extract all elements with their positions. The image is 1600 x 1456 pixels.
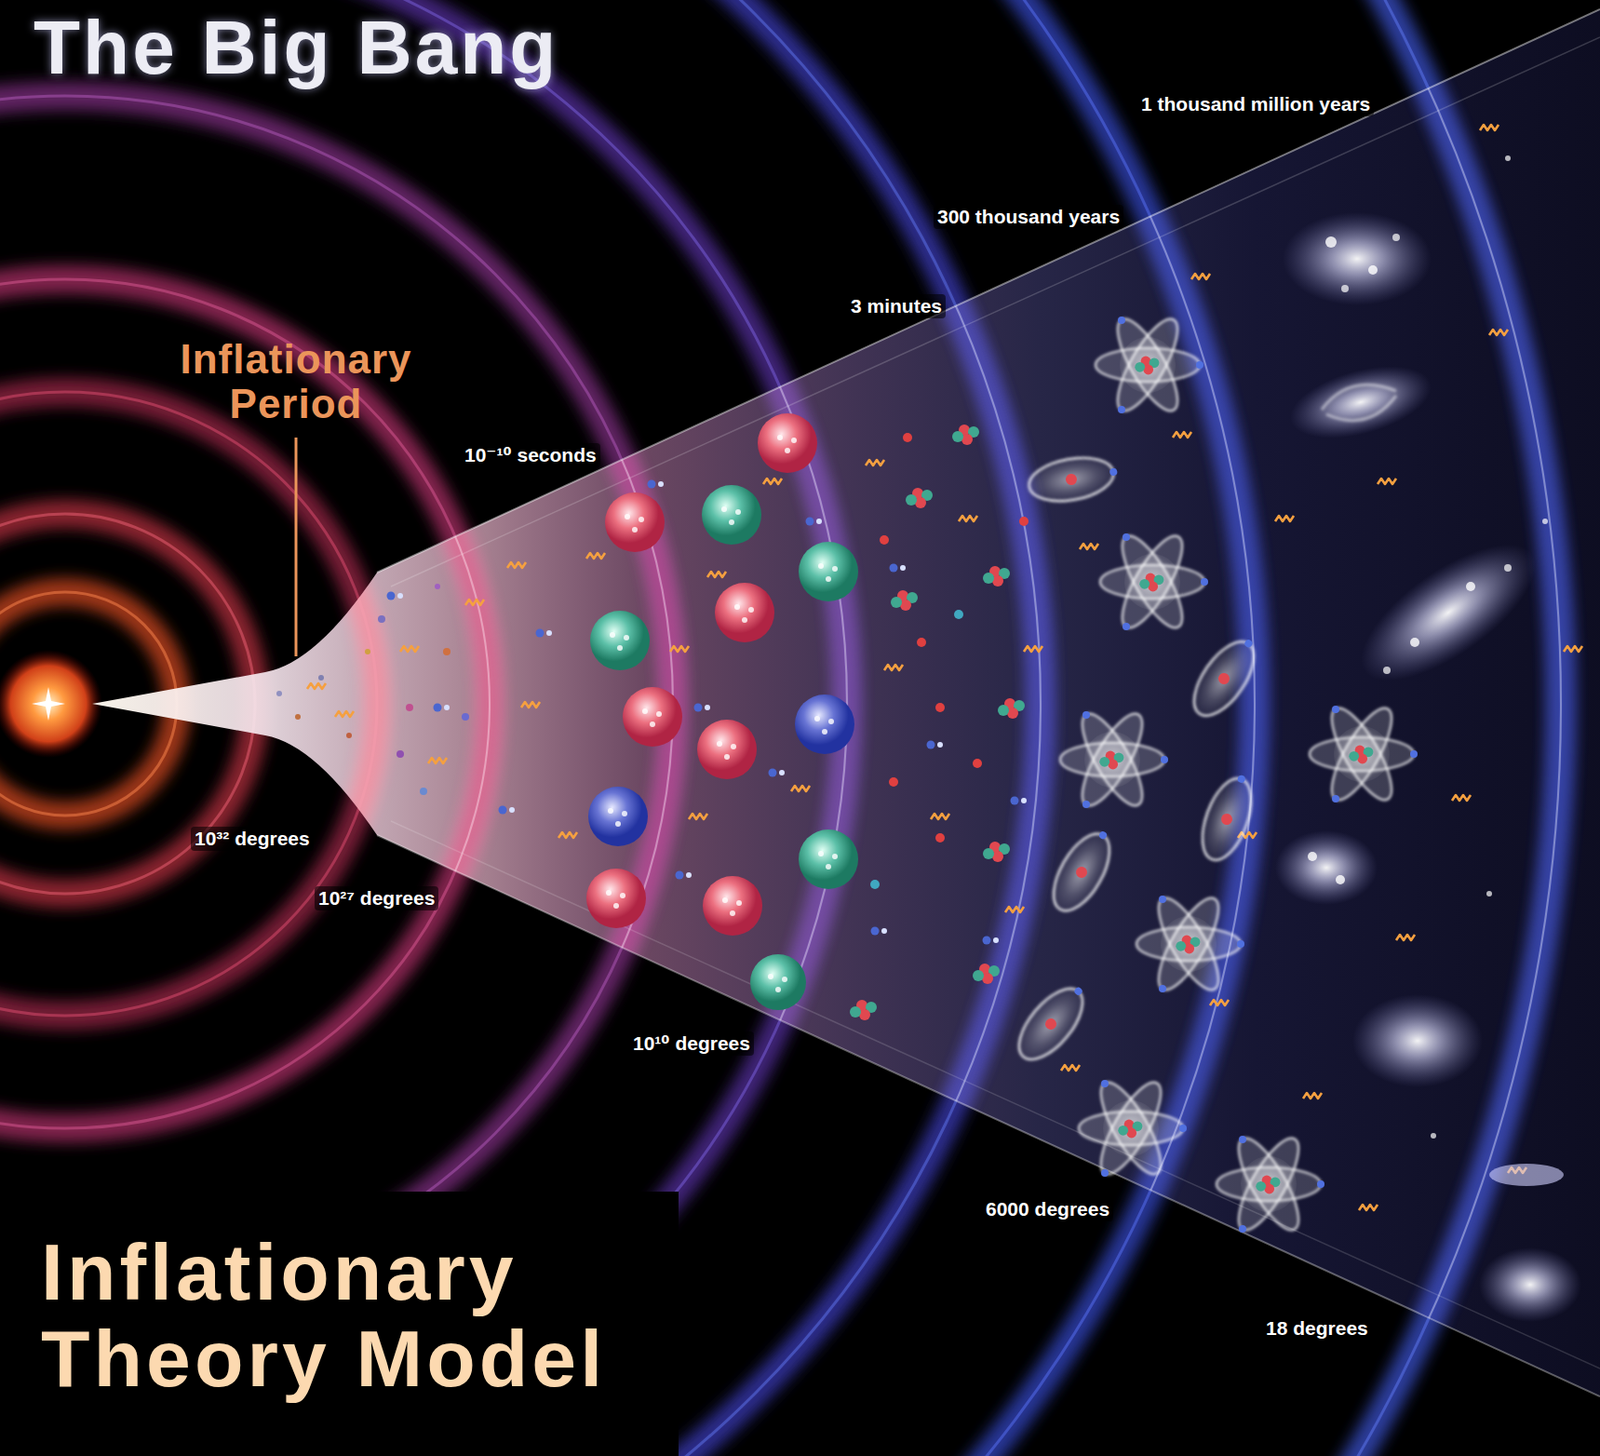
hadrons [586, 413, 859, 1010]
electrons [387, 480, 1028, 945]
period-label: Inflationary Period [174, 336, 417, 428]
temperature-label: 6000 degrees [981, 1196, 1114, 1222]
caption: Inflationary Theory Model [0, 1191, 615, 1402]
time-label: 300 thousand years [933, 204, 1124, 229]
caption-panel: Inflationary Theory Model [0, 1191, 679, 1456]
temperature-label: 10³² degrees [190, 826, 314, 851]
time-label: 3 minutes [847, 294, 946, 319]
leader-line [295, 437, 298, 657]
early-particles [276, 583, 470, 795]
atoms [1008, 311, 1418, 1238]
galaxies [1275, 155, 1582, 1322]
nuclei [849, 424, 1029, 1021]
big-bang-origin [0, 649, 103, 758]
temperature-label: 10²⁷ degrees [314, 886, 439, 911]
time-label: 1 thousand million years [1137, 92, 1374, 117]
title: The Big Bang [33, 3, 559, 92]
temperature-label: 10¹⁰ degrees [629, 1031, 754, 1056]
time-label: 10⁻¹⁰ seconds [460, 443, 601, 468]
photons [307, 124, 1583, 1211]
temperature-label: 18 degrees [1262, 1316, 1372, 1341]
